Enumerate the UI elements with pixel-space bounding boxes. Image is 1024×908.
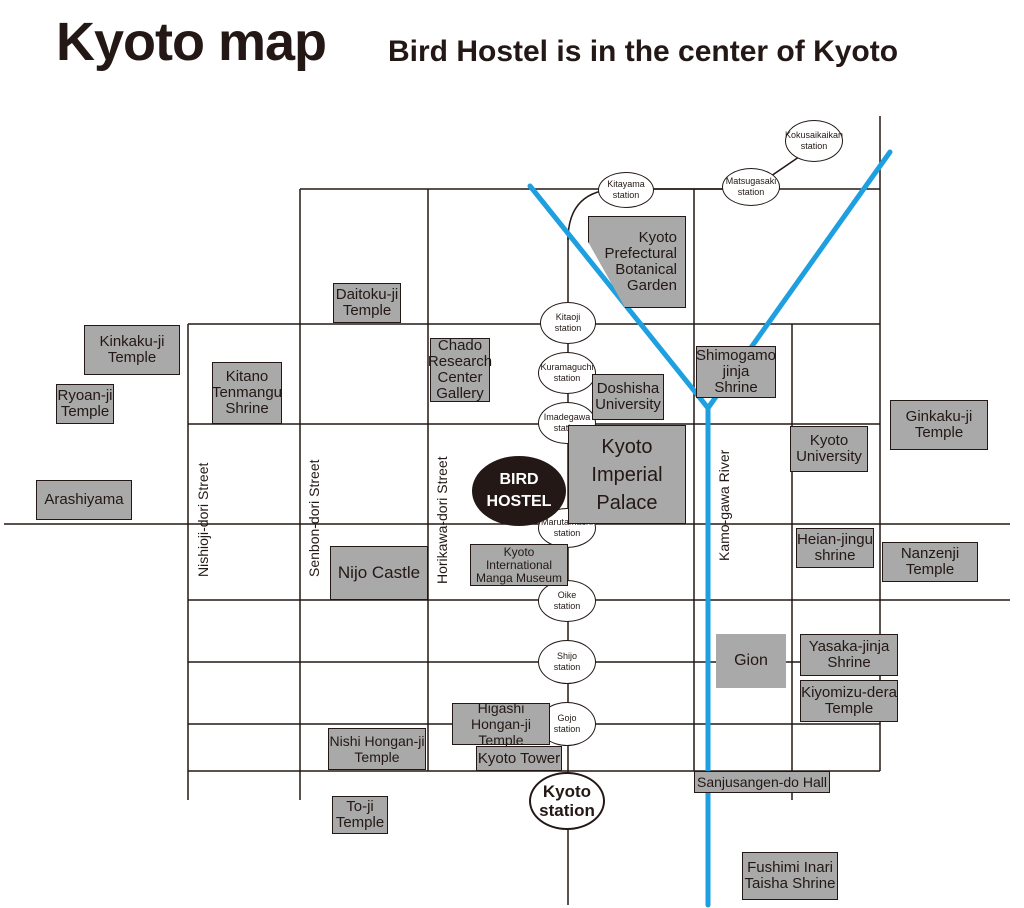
matsugasaki-station[interactable]: Matsugasaki station bbox=[722, 168, 780, 206]
fushimi-inari-taisha-shrine[interactable]: Fushimi Inari Taisha Shrine bbox=[742, 852, 838, 900]
kitayama-station[interactable]: Kitayama station bbox=[598, 172, 654, 208]
kiyomizu-dera-temple[interactable]: Kiyomizu-dera Temple bbox=[800, 680, 898, 722]
kuramaguchi-station[interactable]: Kuramaguchi station bbox=[538, 352, 596, 394]
map-subtitle: Bird Hostel is in the center of Kyoto bbox=[388, 35, 899, 68]
oike-station[interactable]: Oike station bbox=[538, 580, 596, 622]
sanjusangen-do-hall[interactable]: Sanjusangen-do Hall bbox=[694, 771, 830, 793]
nijo-castle[interactable]: Nijo Castle bbox=[330, 546, 428, 600]
ryoanji-temple[interactable]: Ryoan-ji Temple bbox=[56, 384, 114, 424]
kyoto-station[interactable]: Kyoto station bbox=[529, 772, 605, 830]
ginkakuji-temple[interactable]: Ginkaku-ji Temple bbox=[890, 400, 988, 450]
gion[interactable]: Gion bbox=[716, 634, 786, 688]
higashi-hongan-ji-temple[interactable]: Higashi Hongan-ji Temple bbox=[452, 700, 550, 748]
senbon-street-label: Senbon-dori Street bbox=[306, 459, 322, 577]
heian-jingu-shrine[interactable]: Heian-jingu shrine bbox=[796, 528, 874, 568]
shijo-station[interactable]: Shijo station bbox=[538, 640, 596, 684]
daitokuji-temple[interactable]: Daitoku-ji Temple bbox=[333, 283, 401, 323]
kyoto-imperial-palace[interactable]: Kyoto Imperial Palace bbox=[568, 425, 686, 524]
horikawa-street-label: Horikawa-dori Street bbox=[434, 456, 450, 584]
bird-hostel-marker[interactable]: BIRD HOSTEL bbox=[472, 456, 566, 526]
to-ji-temple[interactable]: To-ji Temple bbox=[332, 796, 388, 834]
nishi-hongan-ji-temple[interactable]: Nishi Hongan-ji Temple bbox=[328, 728, 426, 770]
kyoto-tower[interactable]: Kyoto Tower bbox=[476, 746, 562, 771]
kamo-river-west bbox=[527, 183, 711, 411]
imadegawa-station[interactable]: Imadegawa station bbox=[538, 402, 596, 444]
yasaka-jinja-shrine[interactable]: Yasaka-jinja Shrine bbox=[800, 634, 898, 676]
arashiyama[interactable]: Arashiyama bbox=[36, 480, 132, 520]
kamogawa-river-label: Kamo-gawa River bbox=[716, 449, 732, 561]
shimogamo-jinja-shrine[interactable]: Shimogamo jinja Shrine bbox=[695, 346, 777, 398]
map-title: Kyoto map bbox=[56, 12, 327, 72]
nishioji-street-label: Nishioji-dori Street bbox=[195, 462, 211, 577]
kinkakuji-temple[interactable]: Kinkaku-ji Temple bbox=[84, 325, 180, 375]
chado-research-center-gallery[interactable]: Chado Research Center Gallery bbox=[427, 337, 493, 402]
kyoto-international-manga-museum[interactable]: Kyoto International Manga Museum bbox=[470, 544, 568, 586]
kitaoji-station[interactable]: Kitaoji station bbox=[540, 302, 596, 344]
kyoto-university[interactable]: Kyoto University bbox=[790, 426, 868, 472]
kokusaikaikan-station[interactable]: Kokusaikaikan station bbox=[785, 120, 843, 162]
kitano-tenmangu-shrine[interactable]: Kitano Tenmangu Shrine bbox=[212, 362, 282, 424]
nanzenji-temple[interactable]: Nanzenji Temple bbox=[882, 542, 978, 582]
doshisha-university[interactable]: Doshisha University bbox=[592, 374, 664, 420]
